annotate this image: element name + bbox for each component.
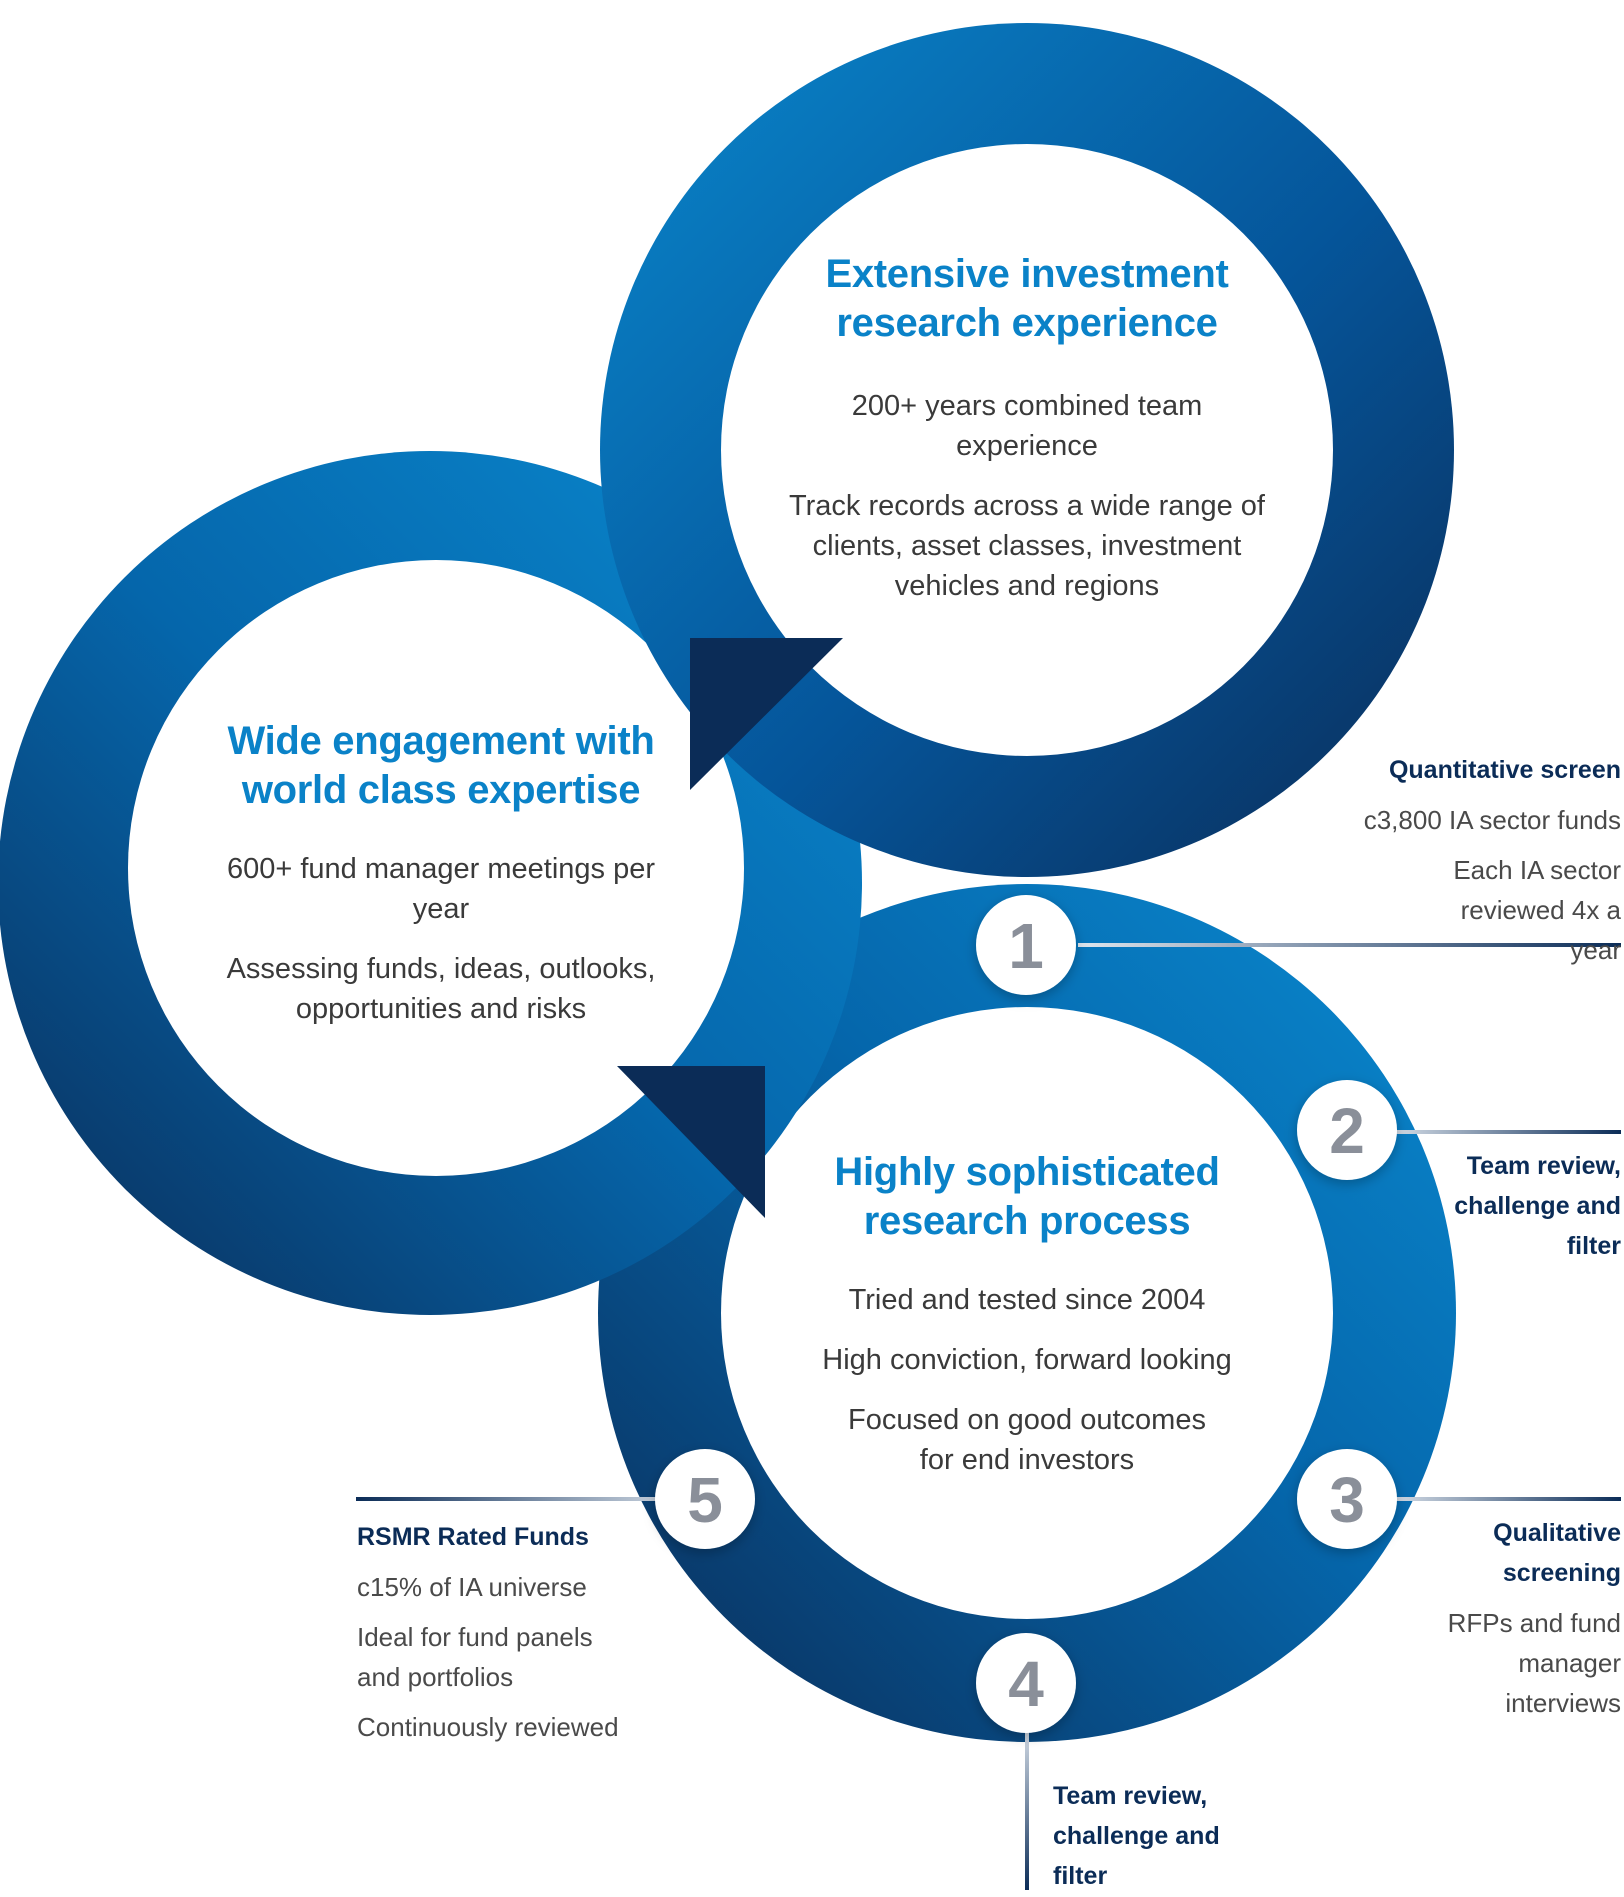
step-5-detail-3: Continuously reviewed — [357, 1712, 619, 1742]
step-5-detail-2: Ideal for fund panels and portfolios — [357, 1622, 593, 1692]
arrow-head-top-ring — [690, 638, 843, 790]
circle-top-title-line2: research experience — [836, 301, 1218, 345]
step-badge-circle — [976, 1633, 1076, 1733]
step-1-detail-2: Each IA sector reviewed 4x a year — [1453, 855, 1621, 965]
step-badges: 1 2 3 4 5 — [655, 895, 1397, 1733]
circle-left-body: 600+ fund manager meetings per year Asse… — [196, 849, 686, 1029]
step-4-heading: Team review, challenge and filter — [1053, 1782, 1220, 1890]
step-number: 4 — [1008, 1648, 1044, 1720]
step-badge-circle — [655, 1449, 755, 1549]
circle-bottom-text: Highly sophisticated research process Tr… — [777, 1148, 1277, 1500]
step-number: 3 — [1329, 1464, 1365, 1536]
step-badge-circle — [976, 895, 1076, 995]
step-3-detail-1: RFPs and fund manager interviews — [1447, 1608, 1621, 1718]
circle-bottom-title-line1: Highly sophisticated — [834, 1150, 1220, 1194]
step-badge-5: 5 — [655, 1449, 755, 1549]
step-badge-circle — [1297, 1080, 1397, 1180]
circle-bottom-body-1: Tried and tested since 2004 — [848, 1284, 1206, 1316]
arrow-head-left-ring — [617, 1066, 765, 1218]
step-3-details: RFPs and fund manager interviews — [1361, 1603, 1621, 1723]
ring-left — [0, 451, 862, 1315]
circle-top-text: Extensive investment research experience… — [757, 250, 1297, 626]
circle-top-body: 200+ years combined team experience Trac… — [757, 386, 1297, 606]
connector-step-5 — [356, 1497, 706, 1501]
step-1-note: Quantitative screen c3,800 IA sector fun… — [1261, 750, 1621, 970]
circle-bottom-title: Highly sophisticated research process — [777, 1148, 1277, 1246]
step-number: 2 — [1329, 1095, 1365, 1167]
step-5-details: c15% of IA universe Ideal for fund panel… — [357, 1567, 667, 1747]
circle-bottom-body: Tried and tested since 2004 High convict… — [777, 1280, 1277, 1480]
step-badge-1: 1 — [976, 895, 1076, 995]
step-5-heading: RSMR Rated Funds — [357, 1523, 589, 1551]
step-connectors — [356, 943, 1621, 1890]
step-badge-circle — [1297, 1449, 1397, 1549]
circle-top-title-line1: Extensive investment — [825, 252, 1229, 296]
connector-step-1 — [1078, 943, 1621, 947]
circle-left-text: Wide engagement with world class experti… — [196, 717, 686, 1049]
connector-step-3 — [1380, 1497, 1621, 1501]
circle-left-title-line1: Wide engagement with — [227, 719, 655, 763]
circle-top-body-1: 200+ years combined team experience — [851, 390, 1203, 462]
step-1-heading: Quantitative screen — [1388, 756, 1621, 784]
step-2-note: Team review, challenge and filter — [1431, 1146, 1621, 1266]
step-number: 1 — [1008, 910, 1044, 982]
circle-left-title-line2: world class expertise — [241, 768, 641, 812]
step-1-detail-1: c3,800 IA sector funds — [1363, 805, 1621, 835]
ring-top — [600, 23, 1454, 877]
step-badge-3: 3 — [1297, 1449, 1397, 1549]
step-number: 5 — [687, 1464, 723, 1536]
circle-bottom-body-3: Focused on good outcomes for end investo… — [848, 1404, 1206, 1476]
connector-step-2 — [1380, 1130, 1621, 1134]
step-5-note: RSMR Rated Funds c15% of IA universe Ide… — [357, 1517, 667, 1747]
circle-left-body-1: 600+ fund manager meetings per year — [226, 853, 656, 925]
circle-top-body-2: Track records across a wide range of cli… — [788, 490, 1265, 602]
circle-left-body-2: Assessing funds, ideas, outlooks, opport… — [226, 953, 656, 1025]
step-3-heading: Qualitative screening — [1493, 1519, 1621, 1587]
step-1-details: c3,800 IA sector funds Each IA sector re… — [1261, 800, 1621, 970]
step-5-detail-1: c15% of IA universe — [357, 1572, 587, 1602]
step-3-note: Qualitative screening RFPs and fund mana… — [1361, 1513, 1621, 1723]
step-2-heading: Team review, challenge and filter — [1454, 1152, 1621, 1260]
step-badge-2: 2 — [1297, 1080, 1397, 1180]
circle-top-title: Extensive investment research experience — [757, 250, 1297, 348]
circle-left-title: Wide engagement with world class experti… — [196, 717, 686, 815]
step-badge-4: 4 — [976, 1633, 1076, 1733]
ring-bottom — [598, 884, 1456, 1742]
connector-step-4 — [1025, 1720, 1029, 1890]
circle-bottom-title-line2: research process — [863, 1199, 1191, 1243]
circle-bottom-body-2: High conviction, forward looking — [822, 1344, 1232, 1376]
step-4-note: Team review, challenge and filter — [1053, 1776, 1243, 1896]
